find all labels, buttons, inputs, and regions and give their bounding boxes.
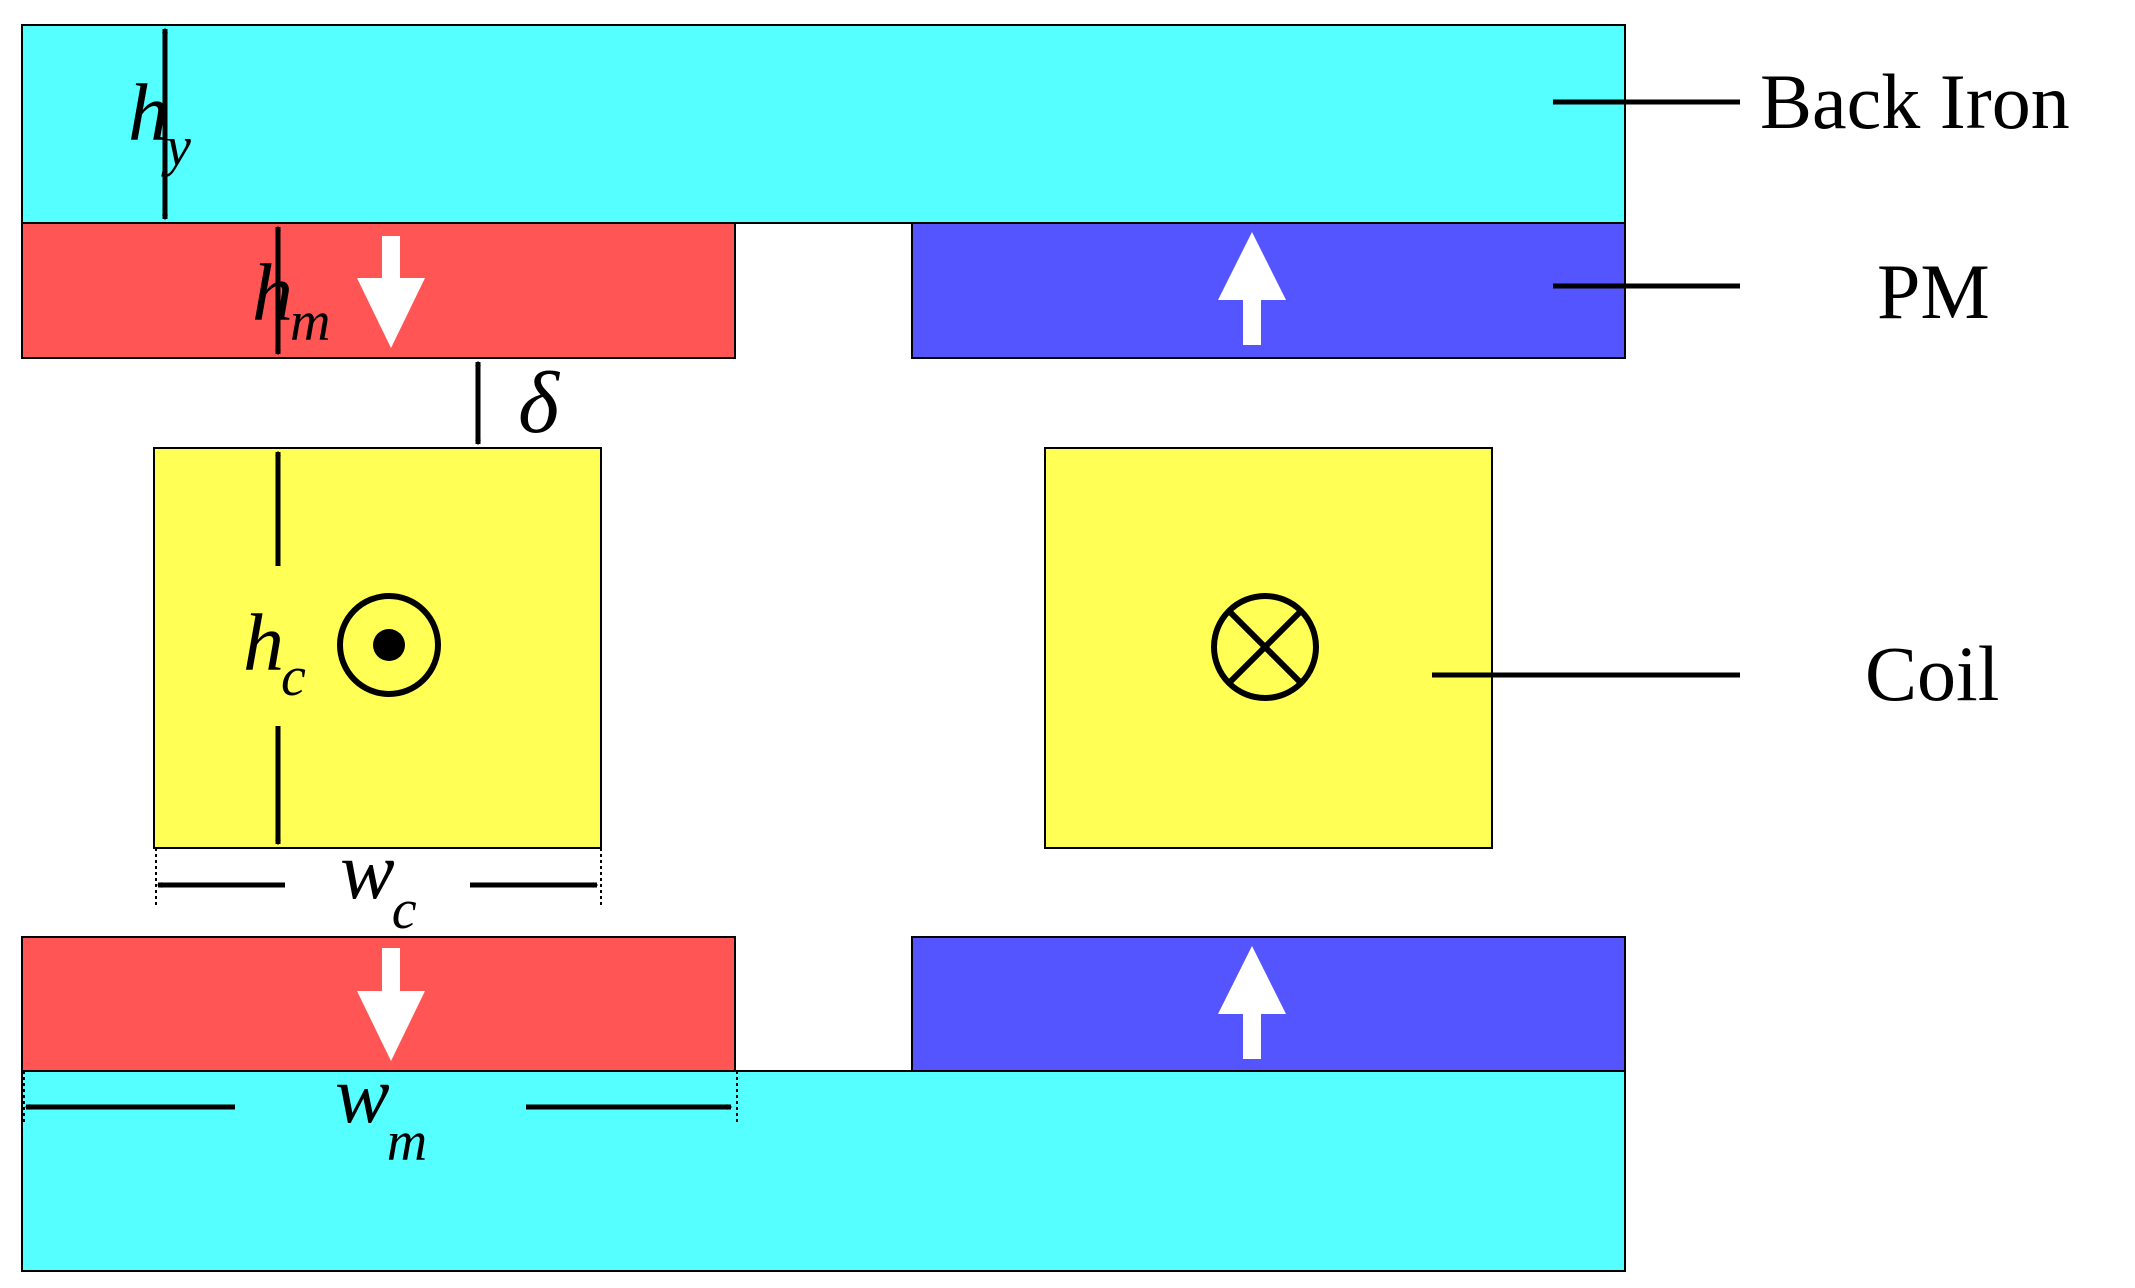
wc-label: wc xyxy=(340,825,417,941)
delta-label: δ xyxy=(518,355,561,452)
current-into-page-icon xyxy=(1211,593,1319,701)
coil-label: Coil xyxy=(1865,630,1999,717)
hm-label: hm xyxy=(252,247,330,353)
hc-label: hc xyxy=(243,597,306,708)
magnetization-arrow-top-right-up xyxy=(1218,232,1286,345)
pm-label: PM xyxy=(1877,248,1990,335)
magnetization-arrow-bottom-left-down xyxy=(357,948,425,1061)
back-iron-bottom xyxy=(21,1070,1626,1272)
hy-label: hy xyxy=(128,67,191,178)
back-iron-top xyxy=(21,24,1626,224)
current-out-of-page-icon xyxy=(337,593,441,697)
back-iron-label: Back Iron xyxy=(1760,58,2070,145)
extension-lines xyxy=(23,848,738,1125)
magnetization-arrow-bottom-right-up xyxy=(1218,946,1286,1059)
magnetization-arrow-top-left-down xyxy=(357,236,425,348)
